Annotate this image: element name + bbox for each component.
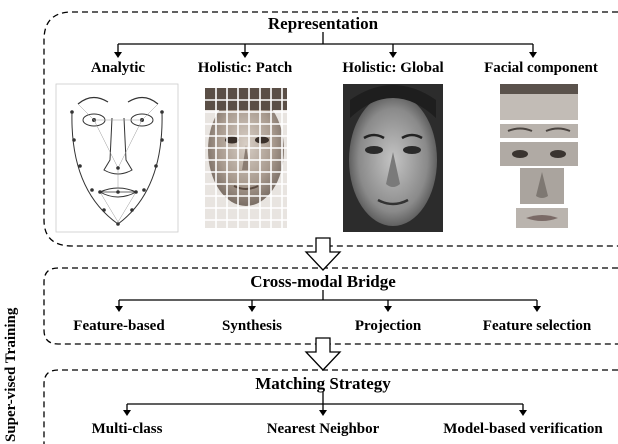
patch-grid-face xyxy=(205,88,287,228)
flow-arrow-1 xyxy=(304,237,342,271)
label-projection: Projection xyxy=(354,318,422,334)
global-face-photo xyxy=(343,84,443,232)
matching-box xyxy=(43,369,618,444)
bridge-arrows xyxy=(115,300,541,312)
label-nearest-neighbor: Nearest Neighbor xyxy=(266,421,380,437)
matching-title: Matching Strategy xyxy=(255,374,391,393)
facial-component-strips xyxy=(500,84,578,228)
side-label: Super-vised Training xyxy=(3,307,19,442)
matching-arrows xyxy=(123,404,527,416)
label-feature-selection: Feature selection xyxy=(482,318,592,334)
representation-box xyxy=(43,11,618,247)
label-holistic-global: Holistic: Global xyxy=(342,60,444,76)
label-holistic-patch: Holistic: Patch xyxy=(197,60,293,76)
label-analytic: Analytic xyxy=(90,60,146,76)
label-feature-based: Feature-based xyxy=(73,318,165,334)
label-multi-class: Multi-class xyxy=(91,421,163,437)
label-synthesis: Synthesis xyxy=(221,318,283,334)
label-facial-component: Facial component xyxy=(484,60,598,76)
analytic-landmark-face xyxy=(55,83,179,233)
label-model-based-verification: Model-based verification xyxy=(443,421,603,437)
flow-arrow-2 xyxy=(304,337,342,371)
bridge-title: Cross-modal Bridge xyxy=(250,272,396,291)
bridge-box xyxy=(43,267,618,345)
representation-arrows xyxy=(114,44,537,58)
representation-title: Representation xyxy=(267,14,379,33)
